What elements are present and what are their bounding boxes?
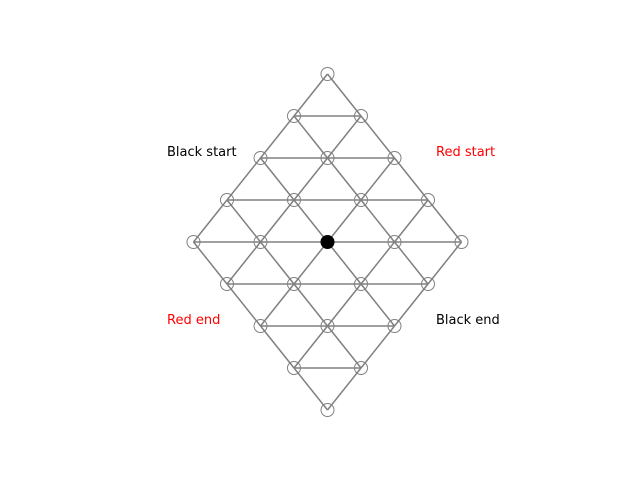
empty-cell[interactable] <box>320 319 335 333</box>
grid-line <box>226 283 262 327</box>
empty-cell[interactable] <box>387 151 402 165</box>
grid-line <box>293 325 329 369</box>
empty-cell[interactable] <box>287 361 301 375</box>
empty-cell[interactable] <box>354 109 368 123</box>
grid-line <box>226 199 262 243</box>
empty-cell[interactable] <box>320 403 335 417</box>
grid-line <box>326 367 362 411</box>
grid-line <box>326 73 362 117</box>
grid-line <box>293 157 329 201</box>
grid-line <box>360 241 396 285</box>
grid-line <box>326 241 362 285</box>
grid-line <box>427 199 463 243</box>
empty-cell[interactable] <box>387 319 402 333</box>
grid-line <box>293 283 329 327</box>
empty-cell[interactable] <box>421 277 435 291</box>
grid-line <box>259 325 295 369</box>
grid-line <box>326 325 362 369</box>
empty-cell[interactable] <box>287 193 301 207</box>
grid-line <box>259 199 295 243</box>
grid-line <box>427 241 463 285</box>
grid-line <box>259 157 295 201</box>
grid-line <box>360 283 396 327</box>
empty-cell[interactable] <box>320 67 335 81</box>
empty-cell[interactable] <box>220 193 234 207</box>
empty-cell[interactable] <box>454 235 469 249</box>
empty-cell[interactable] <box>354 193 368 207</box>
grid-line <box>360 157 396 201</box>
black-end-label: Black end <box>436 313 500 328</box>
grid-line <box>293 115 329 159</box>
grid-line <box>293 241 329 285</box>
grid-line <box>192 241 228 285</box>
grid-line <box>326 283 362 327</box>
empty-cell[interactable] <box>253 151 268 165</box>
grid-line <box>393 283 429 327</box>
black-start-label: Black start <box>167 145 237 160</box>
grid-line <box>192 199 228 243</box>
grid-line <box>360 115 396 159</box>
grid-line <box>326 199 362 243</box>
board-cells <box>186 67 469 417</box>
grid-line <box>226 241 262 285</box>
grid-line <box>293 367 329 411</box>
grid-line <box>393 157 429 201</box>
empty-cell[interactable] <box>421 193 435 207</box>
empty-cell[interactable] <box>287 277 301 291</box>
grid-line <box>360 199 396 243</box>
grid-line <box>393 199 429 243</box>
red-end-label: Red end <box>167 313 221 328</box>
board-grid-lines <box>192 73 463 411</box>
grid-line <box>293 199 329 243</box>
grid-line <box>259 283 295 327</box>
empty-cell[interactable] <box>186 235 201 249</box>
grid-line <box>326 115 362 159</box>
grid-line <box>259 241 295 285</box>
grid-line <box>326 157 362 201</box>
red-start-label: Red start <box>436 145 496 160</box>
grid-line <box>226 157 262 201</box>
black-stone[interactable] <box>320 235 335 249</box>
grid-line <box>259 115 295 159</box>
empty-cell[interactable] <box>354 277 368 291</box>
empty-cell[interactable] <box>387 235 402 249</box>
empty-cell[interactable] <box>320 151 335 165</box>
grid-line <box>293 73 329 117</box>
empty-cell[interactable] <box>354 361 368 375</box>
empty-cell[interactable] <box>287 109 301 123</box>
grid-line <box>360 325 396 369</box>
empty-cell[interactable] <box>253 319 268 333</box>
empty-cell[interactable] <box>220 277 234 291</box>
grid-line <box>393 241 429 285</box>
empty-cell[interactable] <box>253 235 268 249</box>
